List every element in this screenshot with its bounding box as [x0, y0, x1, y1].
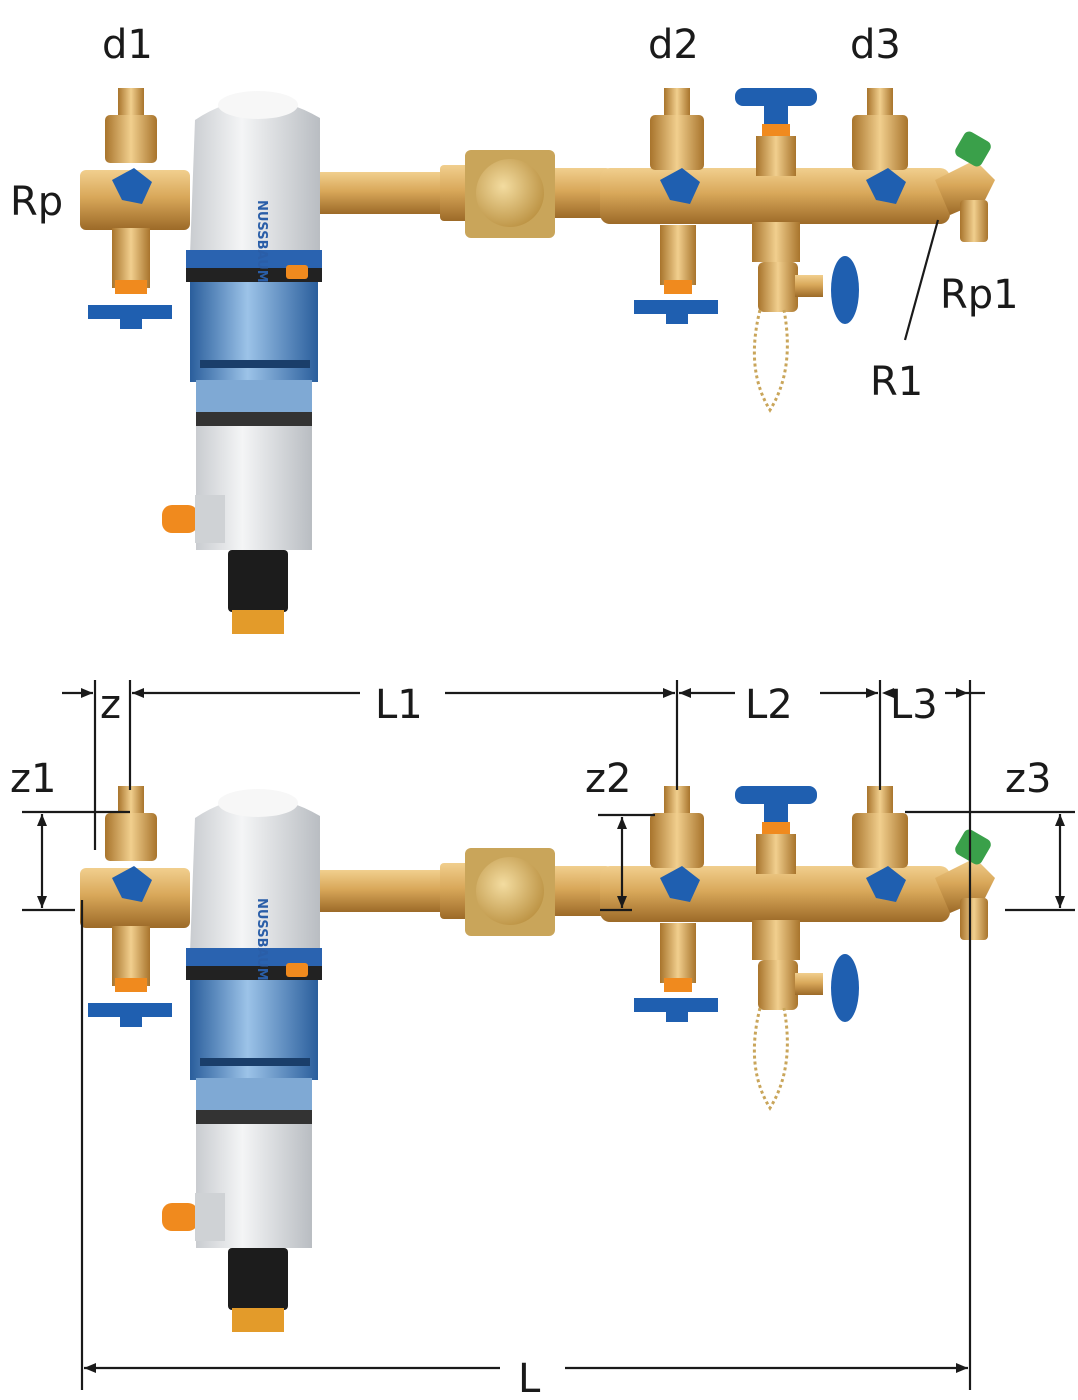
- label-r1: R1: [870, 359, 923, 405]
- manifold-assembly-image: [78, 86, 997, 636]
- dimension-lines: [22, 680, 1075, 1390]
- label-rp1: Rp1: [940, 272, 1019, 318]
- top-assembly-view: NUSSBAUM d1 d2 d3 Rp Rp1 R1: [10, 22, 1019, 636]
- dimension-label-l: L: [518, 1356, 541, 1400]
- nussbaum-logo: NUSSBAUM: [254, 898, 269, 981]
- dimension-label-l2: L2: [745, 682, 793, 728]
- label-rp: Rp: [10, 179, 63, 225]
- dimension-label-l1: L1: [375, 682, 423, 728]
- manifold-assembly-image: [78, 784, 997, 1334]
- label-d2: d2: [648, 22, 699, 68]
- dimension-label-l3: L3: [890, 682, 938, 728]
- label-d1: d1: [102, 22, 153, 68]
- bottom-assembly-view: NUSSBAUM: [10, 680, 1075, 1400]
- dimension-label-z3: z3: [1005, 756, 1051, 802]
- nussbaum-logo: NUSSBAUM: [254, 200, 269, 283]
- label-d3: d3: [850, 22, 901, 68]
- dimension-label-z1: z1: [10, 756, 56, 802]
- leader-line-r1: [903, 219, 940, 341]
- dimension-label-z2: z2: [585, 756, 631, 802]
- dimension-label-z: z: [100, 682, 121, 728]
